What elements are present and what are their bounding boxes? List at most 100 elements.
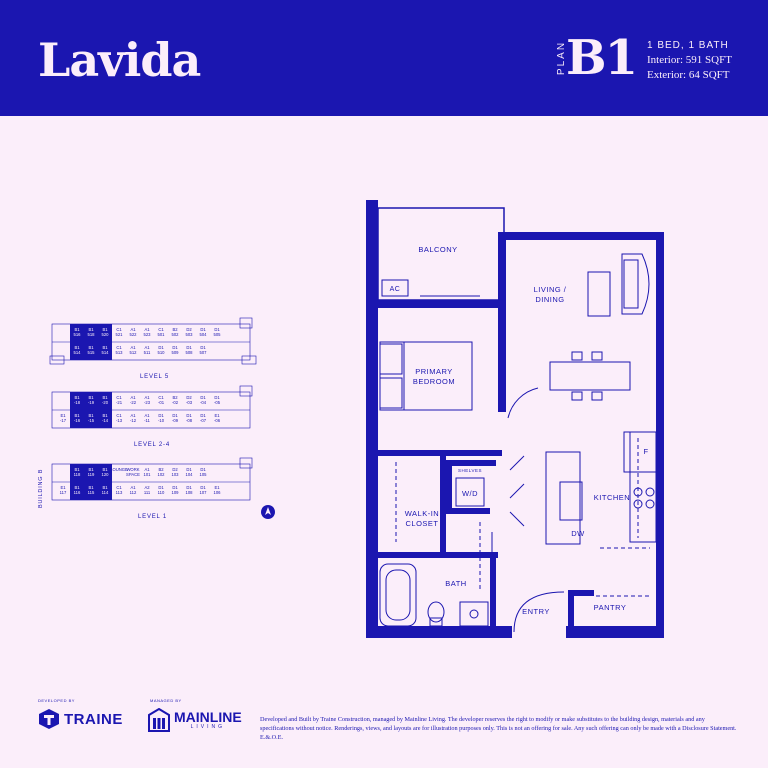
keyplan-unit-label: E1-17 <box>60 413 67 423</box>
kitchen-island <box>545 451 581 545</box>
interior-area: Interior: 591 SQFT <box>647 54 732 66</box>
keyplan-unit-label: B2-02 <box>172 395 179 405</box>
highlight-unit <box>70 482 84 500</box>
keyplan-unit-label: LOUNGE <box>110 467 128 472</box>
north-arrow-icon <box>261 505 275 519</box>
highlight-unit <box>84 482 98 500</box>
room-label-closet-2: CLOSET <box>405 519 438 528</box>
level-1-label: LEVEL 1 <box>138 514 167 520</box>
keyplan-unit-label: B1-19 <box>88 395 95 405</box>
level-5-label: LEVEL 5 <box>140 374 169 380</box>
keyplan-unit-label: D1-09 <box>172 413 179 423</box>
header-banner: Lavida PLAN B1 1 BED, 1 BATH Interior: 5… <box>0 0 768 116</box>
level-5-plan <box>49 317 257 365</box>
highlight-unit <box>84 392 98 410</box>
keyplan-unit-label: D2-03 <box>186 395 193 405</box>
room-label-kitchen: KITCHEN <box>594 493 630 502</box>
keyplan-unit-label: B1-16 <box>74 413 81 423</box>
sofa <box>621 253 650 315</box>
keyplan-unit-label: D1-10 <box>158 413 165 423</box>
keyplan-unit-label: B1-18 <box>74 395 81 405</box>
bed-bath-count: 1 BED, 1 BATH <box>647 40 729 51</box>
room-label-bedroom-2: BEDROOM <box>413 377 455 386</box>
washer-dryer <box>455 477 485 507</box>
keyplan-unit-label: D1-08 <box>186 413 193 423</box>
ac-label: AC <box>390 286 401 293</box>
room-label-closet-1: WALK-IN <box>405 509 439 518</box>
room-label-bedroom-1: PRIMARY <box>415 367 453 376</box>
mainline-logo-icon <box>148 708 170 732</box>
developed-by-label: DEVELOPED BY <box>38 698 75 703</box>
level-2-4-label: LEVEL 2-4 <box>134 442 170 448</box>
managed-by-label: MANAGED BY <box>150 698 182 703</box>
highlight-unit <box>98 464 112 482</box>
keyplan-unit-label: E1-06 <box>214 413 221 423</box>
keyplan-unit-label: C1-21 <box>116 395 123 405</box>
highlight-unit <box>98 392 112 410</box>
room-label-entry: ENTRY <box>522 607 550 616</box>
highlight-unit <box>84 464 98 482</box>
mainline-sub: LIVING <box>190 723 226 730</box>
building-label: BUILDING B <box>38 469 44 508</box>
highlight-unit <box>98 410 112 428</box>
highlight-unit <box>70 342 84 360</box>
room-label-living: LIVING / <box>534 285 567 294</box>
fridge-label: F <box>643 447 648 456</box>
room-label-pantry: PANTRY <box>594 603 627 612</box>
ac-unit <box>381 279 409 297</box>
room-label-balcony: BALCONY <box>418 245 457 254</box>
keyplan-unit-label: D1-07 <box>200 413 207 423</box>
fridge <box>623 431 657 473</box>
highlight-unit <box>70 324 84 342</box>
traine-name: TRAINE <box>64 710 123 728</box>
highlight-unit <box>70 392 84 410</box>
highlight-unit <box>84 410 98 428</box>
mainline-logo: MAINLINE LIVING <box>148 708 242 732</box>
vanity <box>459 601 489 627</box>
keyplan-unit-label: D1-05 <box>214 395 221 405</box>
brand-logo: Lavida <box>38 33 201 87</box>
traine-logo-icon <box>39 709 59 729</box>
keyplan-unit-label: C1-13 <box>116 413 123 423</box>
keyplan-unit-label: B1-15 <box>88 413 95 423</box>
highlight-unit <box>70 464 84 482</box>
shelves-label: SHELVES <box>458 468 482 473</box>
highlight-unit <box>98 342 112 360</box>
keyplan-unit-label: B1-20 <box>102 395 109 405</box>
keyplan-unit-label: A1-11 <box>144 413 150 423</box>
bathtub <box>379 563 417 627</box>
plan-code: B1 <box>566 30 638 86</box>
